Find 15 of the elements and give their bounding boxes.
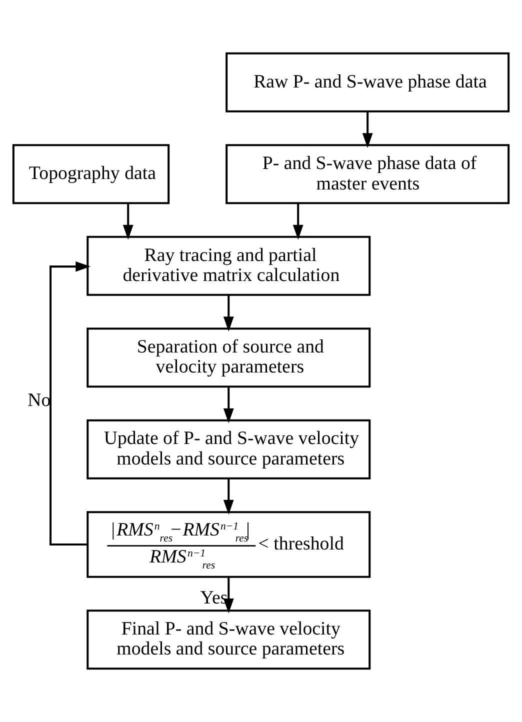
node-box: Final P- and S-wave velocity models and source parameters <box>86 610 371 670</box>
node-box: Separation of source and velocity parameters <box>86 328 371 388</box>
arrow <box>223 294 234 332</box>
node-box: Topography data <box>12 144 170 204</box>
arrow <box>223 577 234 614</box>
node-box: Raw P- and S-wave phase data <box>226 52 510 112</box>
arrow <box>362 111 373 148</box>
arrow <box>50 261 90 546</box>
arrow <box>223 386 234 424</box>
arrow <box>292 203 304 240</box>
arrow <box>223 478 234 515</box>
node-box: P- and S-wave phase data of master events <box>226 144 510 204</box>
arrow <box>122 203 134 240</box>
node-box: Update of P- and S-wave velocity models and source parameters <box>86 419 371 480</box>
node-box: Ray tracing and partial derivative matrix calculation <box>86 236 371 296</box>
